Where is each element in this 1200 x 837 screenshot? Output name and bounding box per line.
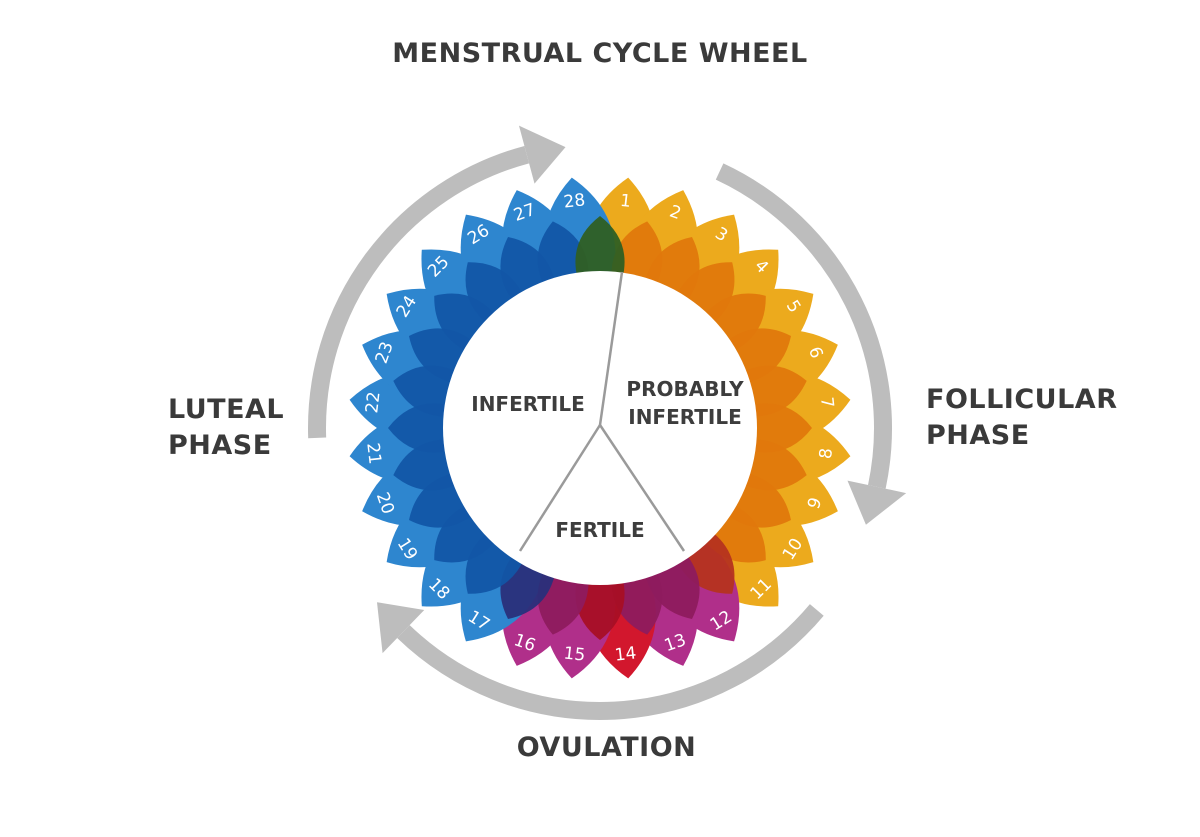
divider-line — [598, 271, 624, 426]
probably-line-2: INFERTILE — [628, 405, 742, 429]
divider-line — [598, 424, 686, 552]
phase-arrows — [308, 125, 907, 720]
ovulation-arrow-head — [376, 602, 425, 654]
day-label: 1 — [619, 191, 632, 212]
day-label: 21 — [362, 442, 384, 466]
center-disc — [443, 271, 757, 585]
ovulation-label: OVULATION — [516, 732, 697, 763]
follicular-arrow-shaft — [715, 163, 892, 489]
inner-petal-ring — [388, 216, 812, 640]
infertile-label: INFERTILE — [471, 392, 585, 416]
fertile-label: FERTILE — [555, 518, 645, 542]
inner-petal — [739, 365, 807, 417]
probably-infertile-label: PROBABLY INFERTILE — [610, 375, 760, 431]
follicular-line-1: FOLLICULAR — [926, 384, 1118, 415]
ovulation-arrow-shaft — [397, 604, 824, 720]
day-label: 14 — [614, 643, 638, 665]
inner-petal — [537, 221, 589, 289]
follicular-arrow-head — [847, 480, 907, 525]
luteal-line-2: PHASE — [168, 430, 272, 461]
luteal-arrow-shaft — [308, 145, 530, 439]
page-title: MENSTRUAL CYCLE WHEEL — [392, 38, 808, 69]
luteal-line-1: LUTEAL — [168, 394, 285, 425]
inner-petal — [575, 216, 625, 280]
follicular-line-2: PHASE — [926, 420, 1030, 451]
follicular-phase-label: FOLLICULAR PHASE — [926, 382, 1117, 454]
luteal-phase-label: LUTEAL PHASE — [168, 392, 284, 464]
probably-line-1: PROBABLY — [626, 377, 744, 401]
divider-line — [518, 424, 602, 552]
day-label: 22 — [362, 391, 384, 415]
inner-petal — [611, 567, 663, 635]
center-dividers — [518, 271, 686, 552]
day-label: 8 — [816, 447, 837, 460]
inner-petal — [393, 439, 461, 491]
inner-petal — [748, 403, 812, 453]
inner-petal — [575, 576, 625, 640]
inner-petal — [388, 403, 452, 453]
day-label: 7 — [816, 396, 837, 409]
luteal-arrow-head — [518, 125, 566, 184]
day-label: 15 — [563, 643, 587, 665]
day-label: 28 — [563, 190, 587, 212]
